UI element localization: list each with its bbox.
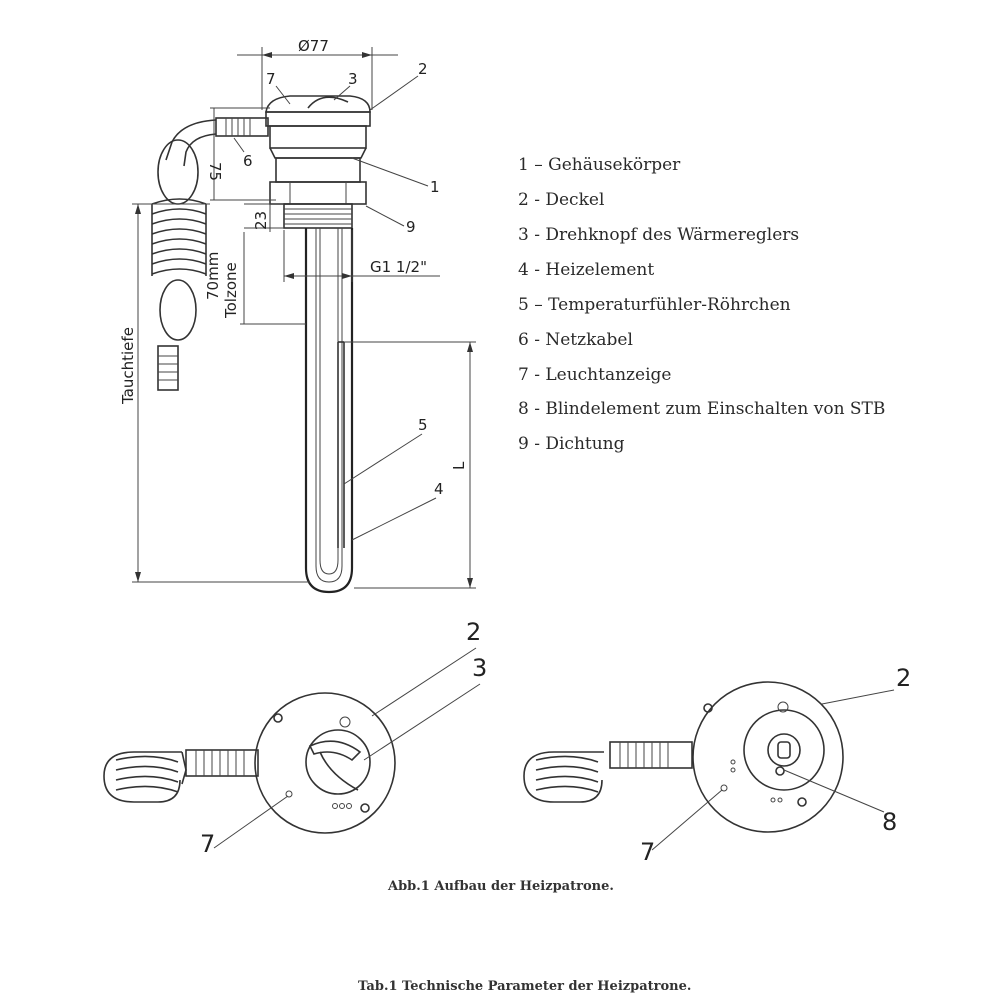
fv-callout-7: 7 <box>200 830 215 858</box>
cold-zone-label: Tolzone <box>222 262 240 319</box>
legend-item-3: 3 - Drehknopf des Wärmereglers <box>518 225 799 245</box>
parts-legend: 1 – Gehäusekörper 2 - Deckel 3 - Drehkno… <box>518 155 885 454</box>
sv-callout-6: 6 <box>243 152 253 170</box>
legend-item-1: 1 – Gehäusekörper <box>518 155 681 175</box>
front-view: 2 3 7 <box>103 618 487 858</box>
cold-zone-mm: 70mm <box>204 252 222 300</box>
diameter-label: Ø77 <box>298 37 329 55</box>
back-view: 2 8 7 <box>523 664 911 866</box>
fv-callout-2: 2 <box>466 618 481 646</box>
dim-75-label: 75 <box>206 162 224 181</box>
figure-caption: Abb.1 Aufbau der Heizpatrone. <box>387 879 614 894</box>
fv-callout-3: 3 <box>472 654 487 682</box>
table-caption: Tab.1 Technische Parameter der Heizpatro… <box>358 979 691 994</box>
bv-callout-8: 8 <box>882 808 897 836</box>
depth-label: Tauchtiefe <box>119 327 137 405</box>
legend-item-7: 7 - Leuchtanzeige <box>518 365 671 385</box>
bv-callout-2: 2 <box>896 664 911 692</box>
legend-item-6: 6 - Netzkabel <box>518 330 633 350</box>
sv-callout-7: 7 <box>266 70 276 88</box>
sv-callout-4: 4 <box>434 480 444 498</box>
legend-item-9: 9 - Dichtung <box>518 434 625 454</box>
legend-item-2: 2 - Deckel <box>518 190 604 210</box>
side-view: Ø77 <box>119 37 476 594</box>
thread-label: G1 1/2" <box>370 258 427 276</box>
legend-item-8: 8 - Blindelement zum Einschalten von STB <box>518 399 885 419</box>
sv-callout-9: 9 <box>406 218 416 236</box>
legend-item-4: 4 - Heizelement <box>518 260 654 280</box>
sv-callout-1: 1 <box>430 178 440 196</box>
length-label: L <box>450 461 468 470</box>
bv-callout-7: 7 <box>640 838 655 866</box>
sv-callout-3: 3 <box>348 70 358 88</box>
sv-callout-5: 5 <box>418 416 428 434</box>
dim-23-label: 23 <box>252 211 270 230</box>
legend-item-5: 5 – Temperaturfühler-Röhrchen <box>518 295 791 315</box>
sv-callout-2: 2 <box>418 60 428 78</box>
